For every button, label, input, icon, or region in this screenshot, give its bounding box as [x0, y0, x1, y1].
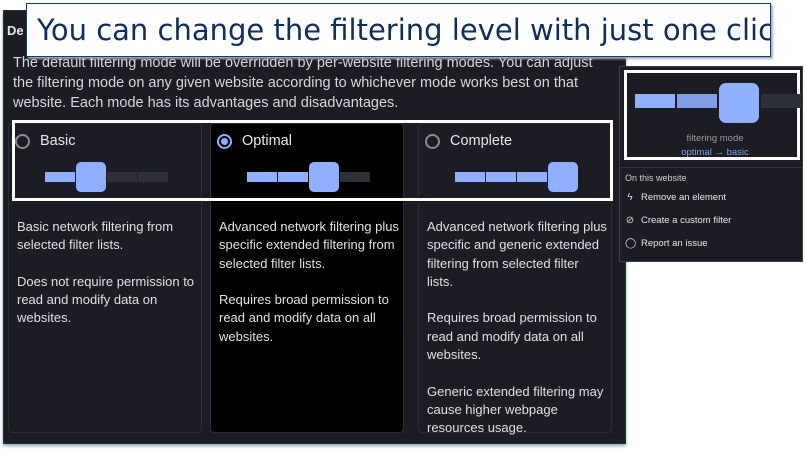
mode-description: Advanced network filtering plus specific…	[219, 219, 399, 271]
caption-text: You can change the filtering level with …	[37, 13, 771, 47]
mode-description: Basic network filtering from selected fi…	[17, 219, 174, 253]
to-mode: basic	[726, 147, 749, 158]
mode-text: Basic network filtering from selected fi…	[17, 218, 197, 346]
mode-transition: optimal → basic	[627, 147, 803, 158]
extension-popup: filtering mode optimal → basic On this w…	[619, 66, 803, 262]
remove-element-button[interactable]: ϟ Remove an element	[625, 192, 726, 203]
item-label: Remove an element	[641, 192, 727, 203]
mode-description: Advanced network filtering plus specific…	[427, 219, 607, 289]
mode-description: Does not require permission to read and …	[17, 273, 195, 326]
mode-slider	[455, 162, 579, 192]
mode-text: Advanced network filtering plus specific…	[219, 218, 399, 364]
slider-knob[interactable]	[719, 83, 759, 123]
popup-highlight-frame: filtering mode optimal → basic	[624, 70, 803, 160]
section-heading: De	[7, 23, 24, 38]
divider	[620, 167, 802, 168]
slider-segment	[278, 172, 308, 182]
mode-card-complete[interactable]: Complete Advanced network filtering plus…	[418, 123, 612, 435]
mode-label: Basic	[40, 133, 76, 149]
report-issue-button[interactable]: ◯ Report an issue	[625, 238, 708, 249]
mode-radio[interactable]	[425, 134, 440, 149]
create-custom-filter-button[interactable]: ⊘ Create a custom filter	[625, 215, 732, 226]
slider-knob	[548, 162, 578, 192]
slider-segment	[247, 172, 277, 182]
slider-segment	[486, 172, 516, 182]
comment-icon: ◯	[625, 238, 637, 249]
mode-slider	[45, 162, 169, 192]
slider-knob	[309, 162, 339, 192]
arrow-icon: →	[714, 147, 724, 158]
section-description: The default filtering mode will be overr…	[13, 55, 593, 111]
slider-segment	[761, 94, 801, 108]
mode-text: Advanced network filtering plus specific…	[427, 218, 607, 456]
slider-segment	[635, 94, 675, 108]
slider-segment	[677, 94, 717, 108]
highlight-frame	[12, 120, 613, 201]
slider-segment	[138, 172, 168, 182]
slider-knob	[76, 162, 106, 192]
mode-radio[interactable]	[217, 134, 232, 149]
slider-segment	[340, 172, 370, 182]
mode-description: Generic extended filtering may cause hig…	[427, 383, 604, 436]
item-label: Report an issue	[641, 238, 708, 249]
on-this-website-heading: On this website	[625, 173, 687, 183]
lightning-icon: ϟ	[627, 192, 633, 203]
mode-label: Optimal	[242, 133, 292, 149]
from-mode: optimal	[681, 147, 712, 158]
mode-card-basic[interactable]: Basic Basic network filtering from selec…	[8, 123, 202, 433]
mode-label: Complete	[450, 133, 513, 149]
mode-description: Requires broad permission to read and mo…	[427, 310, 597, 363]
slider-segment	[517, 172, 547, 182]
mode-description: Requires broad permission to read and mo…	[219, 292, 389, 344]
caption-banner: You can change the filtering level with …	[26, 3, 771, 57]
filtering-mode-panel: De The default filtering mode will be ov…	[3, 10, 626, 444]
mode-slider	[247, 162, 371, 192]
mode-card-optimal[interactable]: Optimal Advanced network filtering plus …	[210, 123, 404, 433]
eye-slash-icon: ⊘	[625, 215, 635, 226]
slider-segment	[107, 172, 137, 182]
filtering-mode-label: filtering mode	[686, 133, 744, 144]
item-label: Create a custom filter	[641, 215, 732, 226]
slider-segment	[455, 172, 485, 182]
slider-segment	[45, 172, 75, 182]
popup-filtering-slider[interactable]	[635, 83, 805, 125]
mode-radio[interactable]	[15, 134, 30, 149]
